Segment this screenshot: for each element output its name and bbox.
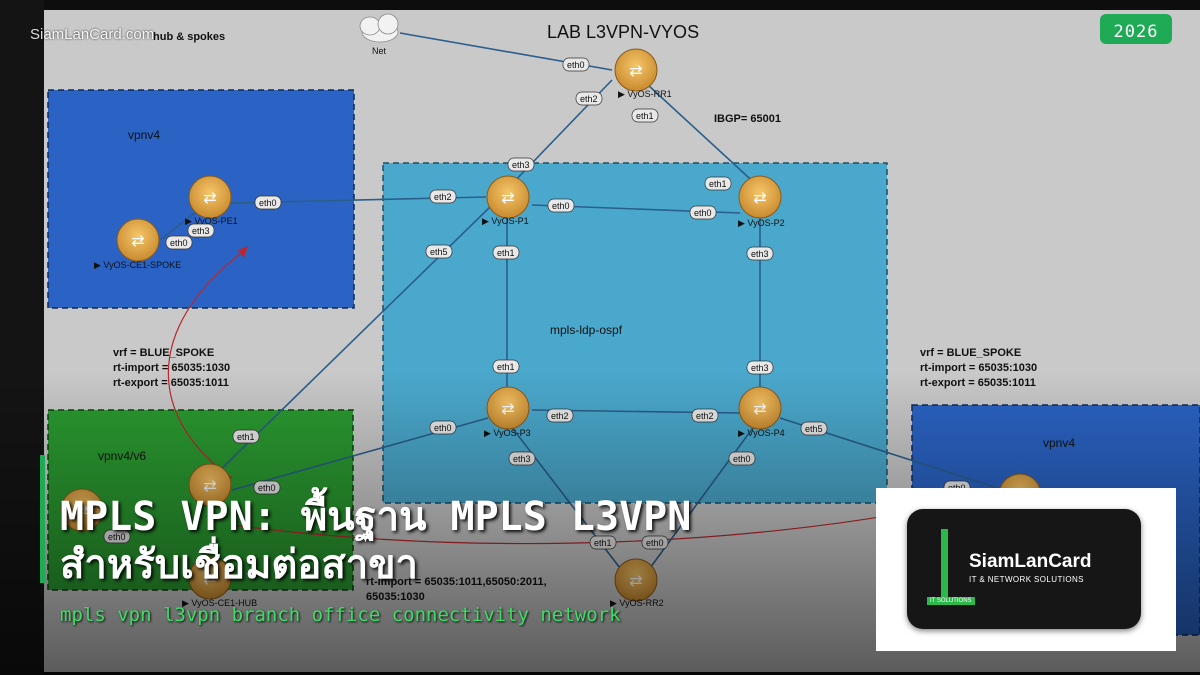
iface-p3-eth3: eth3 — [508, 451, 536, 466]
iface-p2-eth1: eth1 — [704, 176, 732, 191]
iface-ce1-eth0: eth0 — [165, 235, 193, 250]
vrf-right-line1: vrf = BLUE_SPOKE — [920, 347, 1021, 359]
logo-green-bar — [941, 529, 948, 605]
left-dark-edge — [0, 0, 44, 675]
cloud-label: Net — [372, 46, 387, 56]
iface-rr1-eth2: eth2 — [575, 91, 603, 106]
router-arrows-icon: ⇄ — [629, 571, 642, 590]
ibgp-label: IBGP= 65001 — [714, 113, 781, 125]
logo-badge: IT SOLUTIONS — [927, 597, 975, 605]
brand-logo-card: IT SOLUTIONS SiamLanCard IT & NETWORK SO… — [876, 488, 1176, 651]
zone-label-mpls-core: mpls-ldp-ospf — [550, 323, 623, 337]
svg-text:eth0: eth0 — [694, 208, 712, 218]
svg-text:eth1: eth1 — [237, 432, 255, 442]
svg-text:eth3: eth3 — [513, 454, 531, 464]
iface-p1-eth1: eth1 — [492, 245, 520, 260]
title-accent-bar — [40, 455, 45, 583]
brand-logo: IT SOLUTIONS SiamLanCard IT & NETWORK SO… — [907, 509, 1141, 629]
svg-text:eth0: eth0 — [434, 423, 452, 433]
headline-line2: สำหรับเชื่อมต่อสาขา — [60, 542, 419, 588]
svg-text:eth3: eth3 — [512, 160, 530, 170]
zone-mpls-core — [382, 162, 888, 504]
router-label-p4: ▶ VyOS-P4 — [738, 428, 785, 438]
svg-text:eth1: eth1 — [497, 362, 515, 372]
router-label-p2: ▶ VyOS-P2 — [738, 218, 785, 228]
zone-label-vpnv4-v6: vpnv4/v6 — [98, 449, 146, 463]
svg-text:eth1: eth1 — [497, 248, 515, 258]
watermark: SiamLanCard.com — [30, 26, 155, 43]
svg-text:eth2: eth2 — [434, 192, 452, 202]
svg-text:eth5: eth5 — [805, 424, 823, 434]
zone-label-vpnv4-left: vpnv4 — [128, 128, 160, 142]
iface-pe1-eth0: eth0 — [254, 195, 282, 210]
iface-p4-eth3: eth3 — [746, 360, 774, 375]
iface-p1-eth3: eth3 — [507, 157, 535, 172]
svg-text:eth0: eth0 — [567, 60, 585, 70]
svg-text:eth1: eth1 — [709, 179, 727, 189]
router-arrows-icon: ⇄ — [131, 231, 144, 250]
router-label-rr1: ▶ VyOS-RR1 — [618, 89, 672, 99]
vrf-left-line1: vrf = BLUE_SPOKE — [113, 347, 214, 359]
svg-text:eth0: eth0 — [552, 201, 570, 211]
router-arrows-icon: ⇄ — [203, 188, 216, 207]
router-arrows-icon: ⇄ — [753, 188, 766, 207]
router-arrows-icon: ⇄ — [629, 61, 642, 80]
svg-text:eth3: eth3 — [751, 249, 769, 259]
svg-text:eth2: eth2 — [551, 411, 569, 421]
svg-text:eth3: eth3 — [751, 363, 769, 373]
svg-text:eth2: eth2 — [580, 94, 598, 104]
vrf-left-line3: rt-export = 65035:1011 — [113, 377, 229, 389]
headline-line1: MPLS VPN: พื้นฐาน MPLS L3VPN — [60, 494, 692, 540]
svg-text:eth1: eth1 — [636, 111, 654, 121]
svg-text:eth5: eth5 — [430, 247, 448, 257]
iface-p3-eth1: eth1 — [492, 359, 520, 374]
vrf-right-line3: rt-export = 65035:1011 — [920, 377, 1036, 389]
router-arrows-icon: ⇄ — [753, 399, 766, 418]
svg-text:eth0: eth0 — [259, 198, 277, 208]
iface-p3-eth0: eth0 — [429, 420, 457, 435]
iface-p1-eth2: eth2 — [429, 189, 457, 204]
iface-p4-eth0: eth0 — [728, 451, 756, 466]
router-label-p1: ▶ VyOS-P1 — [482, 216, 529, 226]
iface-p1-eth5: eth5 — [425, 244, 453, 259]
iface-p4-eth5: eth5 — [800, 421, 828, 436]
iface-p2-eth3: eth3 — [746, 246, 774, 261]
iface-p2-eth0: eth0 — [689, 205, 717, 220]
logo-tagline: IT & NETWORK SOLUTIONS — [969, 575, 1084, 584]
iface-rr1-eth0: eth0 — [562, 57, 590, 72]
vrf-left-line2: rt-import = 65035:1030 — [113, 362, 230, 374]
router-arrows-icon: ⇄ — [501, 399, 514, 418]
svg-text:eth0: eth0 — [170, 238, 188, 248]
router-label-ce1-spoke: ▶ VyOS-CE1-SPOKE — [94, 260, 181, 270]
router-arrows-icon: ⇄ — [501, 188, 514, 207]
logo-name: SiamLanCard — [969, 551, 1092, 572]
vrf-right-line2: rt-import = 65035:1030 — [920, 362, 1037, 374]
iface-pe2-eth1: eth1 — [232, 429, 260, 444]
diagram-title: LAB L3VPN-VYOS — [547, 22, 699, 42]
subtitle-keywords: mpls vpn l3vpn branch office connectivit… — [60, 604, 621, 626]
iface-p1-eth0: eth0 — [547, 198, 575, 213]
svg-text:eth0: eth0 — [733, 454, 751, 464]
router-label-p3: ▶ VyOS-P3 — [484, 428, 531, 438]
svg-text:eth3: eth3 — [192, 226, 210, 236]
corner-note: hub & spokes — [153, 31, 225, 43]
year-badge: 2026 — [1100, 14, 1172, 44]
iface-p4-eth2: eth2 — [691, 408, 719, 423]
svg-text:eth2: eth2 — [696, 411, 714, 421]
iface-pe1-eth3: eth3 — [187, 223, 215, 238]
zone-label-vpnv4-right: vpnv4 — [1043, 436, 1075, 450]
iface-rr1-eth1: eth1 — [631, 108, 659, 123]
iface-p3-eth2: eth2 — [546, 408, 574, 423]
